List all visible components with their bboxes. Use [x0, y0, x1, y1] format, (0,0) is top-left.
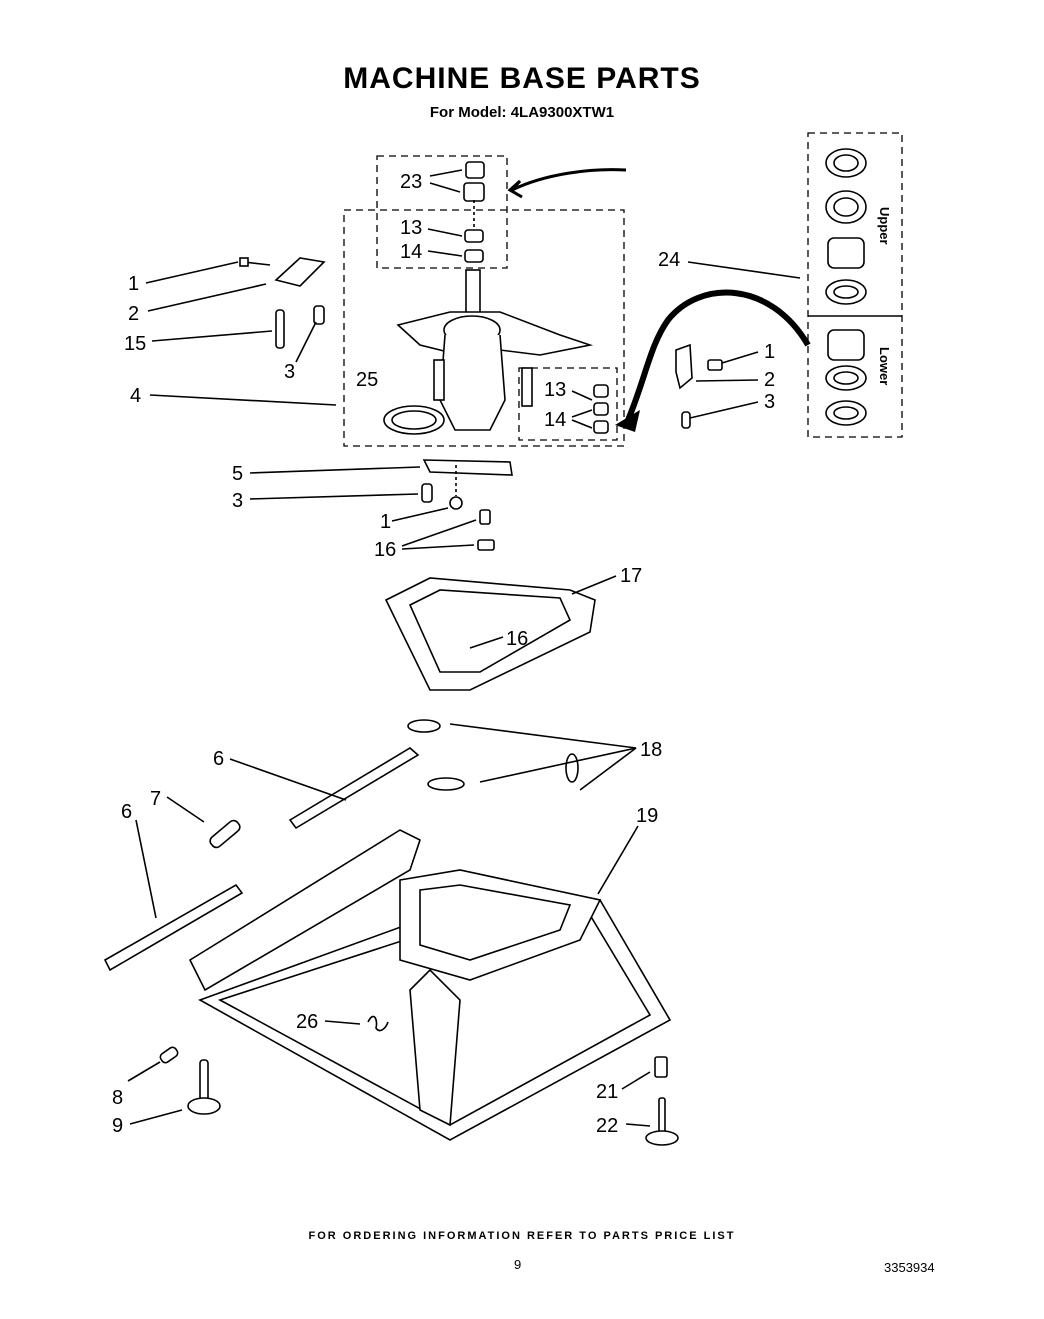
tripod-frame: [384, 577, 596, 691]
dashed-box-hub: [343, 209, 625, 447]
bearing-icon: [825, 148, 867, 426]
dashed-box-top: [376, 155, 508, 269]
callout-18: 18: [640, 739, 662, 761]
model-subtitle: For Model: 4LA9300XTW1: [429, 104, 615, 121]
pad-18a: [407, 719, 441, 733]
callout-1-right: 1: [764, 341, 775, 363]
callout-9: 9: [112, 1115, 123, 1137]
pad-18c: [565, 753, 579, 783]
spring-26: [367, 1015, 389, 1032]
callout-6: 6: [213, 748, 224, 770]
arrowhead-right: [615, 410, 640, 432]
callout-3: 3: [284, 361, 295, 383]
callout-13-right: 13: [544, 379, 566, 401]
callout-22: 22: [596, 1115, 618, 1137]
stack-parts: [463, 161, 485, 263]
callout-14: 14: [400, 241, 422, 263]
callout-26: 26: [296, 1011, 318, 1033]
ordering-note: FOR ORDERING INFORMATION REFER TO PARTS …: [308, 1230, 736, 1242]
inset-lower-label: Lower: [877, 347, 892, 385]
page-title: MACHINE BASE PARTS: [343, 62, 701, 95]
callout-19: 19: [636, 805, 658, 827]
base-frame: [188, 829, 672, 1141]
leader-lines: [127, 169, 801, 1127]
callout-2: 2: [128, 303, 139, 325]
spring-7: [209, 819, 241, 849]
page-number: 9: [514, 1257, 522, 1272]
callout-13: 13: [400, 217, 422, 239]
callout-23: 23: [400, 171, 422, 193]
document-number: 3353934: [884, 1260, 935, 1275]
callout-7: 7: [150, 788, 161, 810]
callout-3-mid: 3: [232, 490, 243, 512]
inset-upper-label: Upper: [877, 207, 892, 245]
callout-16: 16: [374, 539, 396, 561]
callout-1-mid: 1: [380, 511, 391, 533]
callout-4: 4: [130, 385, 141, 407]
rail-lower: [103, 883, 244, 972]
callout-1: 1: [128, 273, 139, 295]
callout-16-frame: 16: [506, 628, 528, 650]
pad-18b: [427, 777, 465, 791]
curved-arrow-right: [625, 289, 811, 422]
callout-3-right: 3: [764, 391, 775, 413]
dashed-box-right: [518, 367, 618, 441]
curved-arrow-top: [507, 168, 627, 199]
callout-2-right: 2: [764, 369, 775, 391]
bracket-parts-left: [239, 257, 326, 349]
callout-6-lower: 6: [121, 801, 132, 823]
callout-14-right: 14: [544, 409, 566, 431]
callout-8: 8: [112, 1087, 123, 1109]
bracket-parts-right: [593, 343, 723, 434]
callout-5: 5: [232, 463, 243, 485]
callout-15: 15: [124, 333, 146, 355]
callout-25: 25: [356, 369, 378, 391]
inset-box: [807, 132, 903, 438]
callout-24: 24: [658, 249, 680, 271]
leveling-feet: [159, 1046, 679, 1146]
drive-hub: [383, 269, 594, 435]
rail-upper: [288, 747, 420, 830]
callout-21: 21: [596, 1081, 618, 1103]
callout-17: 17: [620, 565, 642, 587]
